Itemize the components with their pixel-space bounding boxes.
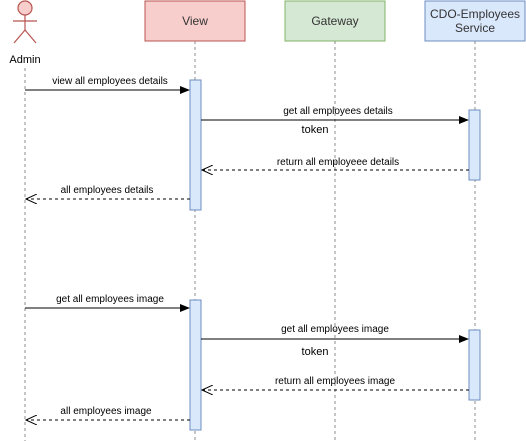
message-label: return all employees image: [275, 376, 395, 387]
cdo-activation-bar-1: [468, 109, 481, 181]
token-label: token: [302, 124, 329, 136]
token-label: token: [302, 346, 329, 358]
message-label: get all employees image: [56, 294, 164, 305]
admin-actor: Admin: [9, 0, 41, 66]
cdo-activation-bar-2: [468, 329, 481, 401]
view-activation-bar-2: [189, 299, 202, 431]
message-label: get all employees image: [281, 324, 389, 335]
participant-gateway-label: Gateway: [311, 14, 358, 28]
message-label: all employees image: [60, 406, 152, 417]
message-label: return all employeee details: [277, 157, 399, 168]
admin-label: Admin: [9, 54, 40, 66]
participant-cdo-label-line1: CDO-Employees: [430, 7, 520, 21]
participant-cdo-employees-service: CDO-Employees Service: [424, 0, 526, 42]
participant-cdo-label-line2: Service: [455, 21, 495, 35]
message-label: view all employees details: [52, 76, 168, 87]
message-label: get all employees details: [283, 106, 393, 117]
stick-figure-icon: [13, 0, 37, 44]
participant-view-label: View: [182, 14, 208, 28]
participant-gateway: Gateway: [284, 0, 386, 42]
participant-view: View: [144, 0, 246, 42]
message-label: all employees details: [61, 185, 154, 196]
view-activation-bar-1: [189, 79, 202, 211]
